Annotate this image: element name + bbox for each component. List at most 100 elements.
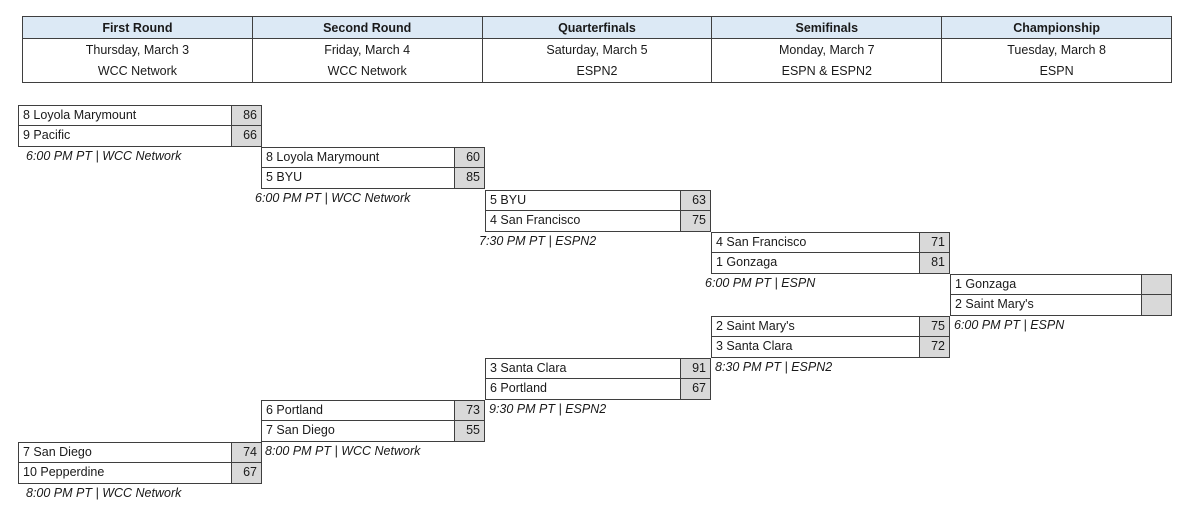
round-network-quarterfinals: ESPN2: [481, 60, 713, 83]
round-date-championship: Tuesday, March 8: [941, 38, 1172, 61]
team-row[interactable]: 4 San Francisco 75: [486, 211, 710, 231]
game-qf-top: 5 BYU 63 4 San Francisco 75 7:30 PM PT |…: [479, 190, 711, 248]
game-r1-top: 8 Loyola Marymount 86 9 Pacific 66 6:00 …: [18, 105, 262, 163]
round-network-championship: ESPN: [941, 60, 1172, 83]
team-score: 55: [454, 421, 484, 441]
team-row[interactable]: 6 Portland 67: [486, 379, 710, 399]
team-name: 2 Saint Mary's: [716, 319, 795, 333]
team-name: 7 San Diego: [266, 423, 335, 437]
team-row[interactable]: 7 San Diego 74: [19, 443, 261, 463]
team-score: 81: [919, 253, 949, 273]
team-row[interactable]: 3 Santa Clara 72: [712, 337, 949, 357]
game-info: 8:00 PM PT | WCC Network: [265, 444, 421, 458]
round-date-first-round: Thursday, March 3: [22, 38, 253, 61]
team-name: 4 San Francisco: [490, 213, 581, 227]
game-qf-bottom: 3 Santa Clara 91 6 Portland 67 9:30 PM P…: [485, 358, 711, 416]
matchup-box[interactable]: 6 Portland 73 7 San Diego 55: [261, 400, 485, 442]
game-info: 6:00 PM PT | ESPN: [705, 276, 816, 290]
team-row[interactable]: 2 Saint Mary's 75: [712, 317, 949, 337]
team-name: 1 Gonzaga: [716, 255, 778, 269]
game-info: 6:00 PM PT | WCC Network: [255, 191, 411, 205]
team-row[interactable]: 1 Gonzaga: [951, 275, 1171, 295]
matchup-box[interactable]: 3 Santa Clara 91 6 Portland 67: [485, 358, 711, 400]
game-info: 8:00 PM PT | WCC Network: [26, 486, 182, 500]
team-score: 74: [231, 443, 261, 462]
team-name: 10 Pepperdine: [23, 465, 105, 479]
game-r2-bottom: 6 Portland 73 7 San Diego 55 8:00 PM PT …: [261, 400, 485, 458]
round-title-quarterfinals: Quarterfinals: [481, 16, 713, 39]
team-score: 73: [454, 401, 484, 420]
game-r1-bottom: 7 San Diego 74 10 Pepperdine 67 8:00 PM …: [18, 442, 262, 500]
matchup-box[interactable]: 8 Loyola Marymount 60 5 BYU 85: [261, 147, 485, 189]
team-row[interactable]: 7 San Diego 55: [262, 421, 484, 441]
game-info: 6:00 PM PT | WCC Network: [26, 149, 182, 163]
round-date-quarterfinals: Saturday, March 5: [481, 38, 713, 61]
matchup-box[interactable]: 1 Gonzaga 2 Saint Mary's: [950, 274, 1172, 316]
team-name: 9 Pacific: [23, 128, 71, 142]
round-network-semifinals: ESPN & ESPN2: [711, 60, 943, 83]
team-name: 8 Loyola Marymount: [23, 108, 137, 122]
team-score: 86: [231, 106, 261, 125]
matchup-box[interactable]: 4 San Francisco 71 1 Gonzaga 81: [711, 232, 950, 274]
team-row[interactable]: 8 Loyola Marymount 60: [262, 148, 484, 168]
team-row[interactable]: 5 BYU 63: [486, 191, 710, 211]
round-title-championship: Championship: [941, 16, 1172, 39]
team-score: 63: [680, 191, 710, 210]
team-score: 75: [919, 317, 949, 336]
round-header-table: First Round Second Round Quarterfinals S…: [22, 16, 1172, 83]
team-row[interactable]: 1 Gonzaga 81: [712, 253, 949, 273]
matchup-box[interactable]: 8 Loyola Marymount 86 9 Pacific 66: [18, 105, 262, 147]
team-name: 8 Loyola Marymount: [266, 150, 380, 164]
team-row[interactable]: 3 Santa Clara 91: [486, 359, 710, 379]
team-row[interactable]: 6 Portland 73: [262, 401, 484, 421]
team-row[interactable]: 5 BYU 85: [262, 168, 484, 188]
matchup-box[interactable]: 7 San Diego 74 10 Pepperdine 67: [18, 442, 262, 484]
round-date-second-round: Friday, March 4: [251, 38, 483, 61]
round-title-second-round: Second Round: [251, 16, 483, 39]
matchup-box[interactable]: 5 BYU 63 4 San Francisco 75: [485, 190, 711, 232]
team-name: 3 Santa Clara: [490, 361, 567, 375]
team-name: 5 BYU: [266, 170, 303, 184]
team-score: 85: [454, 168, 484, 188]
game-sf-bottom: 2 Saint Mary's 75 3 Santa Clara 72 8:30 …: [711, 316, 950, 374]
team-row[interactable]: 9 Pacific 66: [19, 126, 261, 146]
round-network-second-round: WCC Network: [251, 60, 483, 83]
team-score: 72: [919, 337, 949, 357]
team-row[interactable]: 10 Pepperdine 67: [19, 463, 261, 483]
team-row[interactable]: 8 Loyola Marymount 86: [19, 106, 261, 126]
team-name: 2 Saint Mary's: [955, 297, 1034, 311]
team-name: 1 Gonzaga: [955, 277, 1017, 291]
team-name: 5 BYU: [490, 193, 527, 207]
game-info: 8:30 PM PT | ESPN2: [715, 360, 833, 374]
team-score: 67: [680, 379, 710, 399]
team-score: 60: [454, 148, 484, 167]
matchup-box[interactable]: 2 Saint Mary's 75 3 Santa Clara 72: [711, 316, 950, 358]
team-name: 3 Santa Clara: [716, 339, 793, 353]
team-row[interactable]: 2 Saint Mary's: [951, 295, 1171, 315]
game-championship: 1 Gonzaga 2 Saint Mary's 6:00 PM PT | ES…: [950, 274, 1172, 332]
game-info: 9:30 PM PT | ESPN2: [489, 402, 607, 416]
team-score: 67: [231, 463, 261, 483]
round-network-first-round: WCC Network: [22, 60, 253, 83]
round-date-semifinals: Monday, March 7: [711, 38, 943, 61]
round-header-row: First Round Second Round Quarterfinals S…: [22, 16, 1172, 39]
game-r2-top: 8 Loyola Marymount 60 5 BYU 85 6:00 PM P…: [255, 147, 485, 205]
team-score: 66: [231, 126, 261, 146]
round-title-semifinals: Semifinals: [711, 16, 943, 39]
team-row[interactable]: 4 San Francisco 71: [712, 233, 949, 253]
game-sf-top: 4 San Francisco 71 1 Gonzaga 81 6:00 PM …: [705, 232, 950, 290]
round-network-row: WCC Network WCC Network ESPN2 ESPN & ESP…: [22, 60, 1172, 83]
team-name: 6 Portland: [490, 381, 547, 395]
team-score: [1141, 295, 1171, 315]
team-score: 71: [919, 233, 949, 252]
team-name: 4 San Francisco: [716, 235, 807, 249]
round-title-first-round: First Round: [22, 16, 253, 39]
team-score: [1141, 275, 1171, 294]
team-score: 91: [680, 359, 710, 378]
team-name: 7 San Diego: [23, 445, 92, 459]
team-name: 6 Portland: [266, 403, 323, 417]
round-date-row: Thursday, March 3 Friday, March 4 Saturd…: [22, 38, 1172, 61]
team-score: 75: [680, 211, 710, 231]
game-info: 7:30 PM PT | ESPN2: [479, 234, 597, 248]
